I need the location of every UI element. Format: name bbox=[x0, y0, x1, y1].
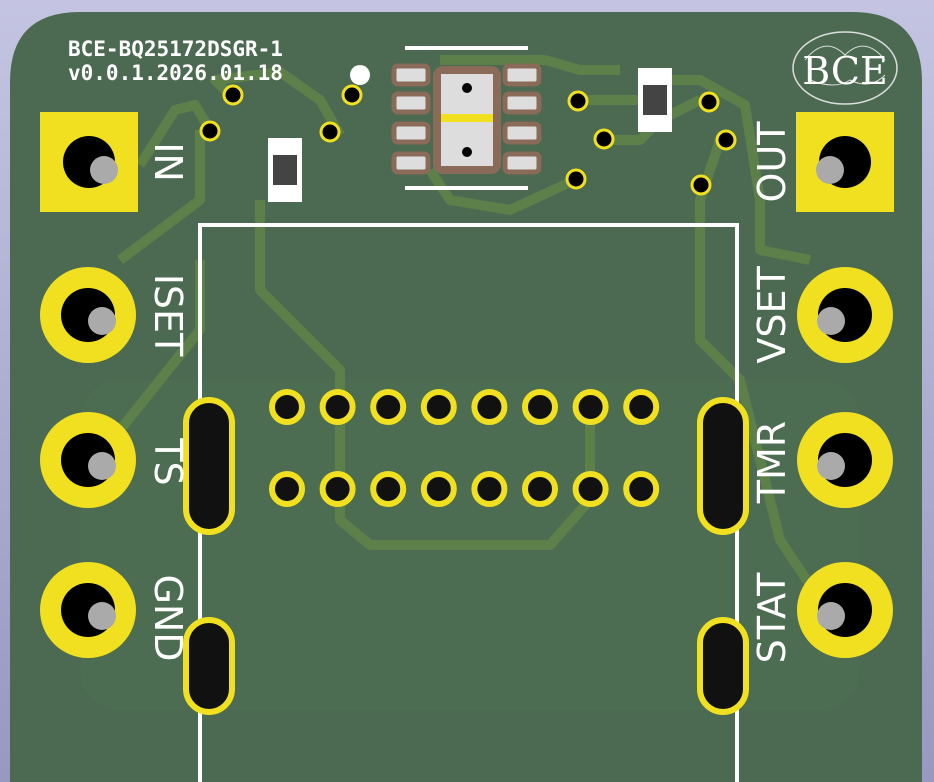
pin-label-out: OUT bbox=[750, 121, 794, 203]
usb-pin-hole bbox=[572, 471, 609, 507]
pin-label-in: IN bbox=[146, 142, 190, 182]
usb-pin-hole bbox=[623, 471, 660, 507]
pad-stat bbox=[797, 562, 893, 658]
usb-pin-hole bbox=[572, 389, 609, 425]
pad-in bbox=[40, 112, 138, 212]
pad-iset bbox=[40, 267, 136, 363]
usb-pin-hole bbox=[522, 389, 558, 425]
pad-out bbox=[796, 112, 894, 212]
pin-label-gnd: GND bbox=[146, 574, 190, 661]
usb-pin-hole bbox=[420, 471, 457, 507]
usb-pin-hole bbox=[522, 471, 558, 507]
pin-label-tmr: TMR bbox=[750, 421, 794, 504]
board-title: BCE-BQ25172DSGR-1 bbox=[68, 37, 283, 61]
pin-label-iset: ISET bbox=[146, 274, 190, 357]
usb-shield-slots bbox=[183, 397, 749, 715]
usb-pin-hole bbox=[319, 471, 356, 507]
usb-pin-hole bbox=[623, 389, 660, 425]
usb-pins bbox=[269, 389, 660, 507]
svg-text:BCE: BCE bbox=[802, 49, 887, 93]
usb-pin-hole bbox=[319, 389, 356, 425]
usb-pin-hole bbox=[370, 471, 407, 507]
pad-ts bbox=[40, 412, 136, 508]
vias bbox=[199, 84, 737, 196]
usb-pin-hole bbox=[420, 389, 457, 425]
capacitor-c2 bbox=[638, 68, 672, 132]
usb-pin-hole bbox=[269, 389, 305, 425]
usb-pin-hole bbox=[269, 471, 305, 507]
bce-logo: BCE bbox=[792, 31, 898, 105]
pin-label-stat: STAT bbox=[750, 572, 794, 663]
pad-vset bbox=[797, 267, 893, 363]
pin-label-vset: VSET bbox=[750, 266, 794, 364]
pad-tmr bbox=[797, 412, 893, 508]
pin-label-ts: TS bbox=[146, 437, 190, 485]
usb-pin-hole bbox=[370, 389, 407, 425]
capacitor-c1 bbox=[268, 138, 302, 202]
copper-traces bbox=[116, 55, 825, 603]
pad-gnd bbox=[40, 562, 136, 658]
ic-bq25172 bbox=[350, 46, 542, 190]
usb-pin-hole bbox=[471, 389, 508, 425]
usb-pin-hole bbox=[471, 471, 508, 507]
board-version: v0.0.1.2026.01.18 bbox=[68, 61, 283, 85]
